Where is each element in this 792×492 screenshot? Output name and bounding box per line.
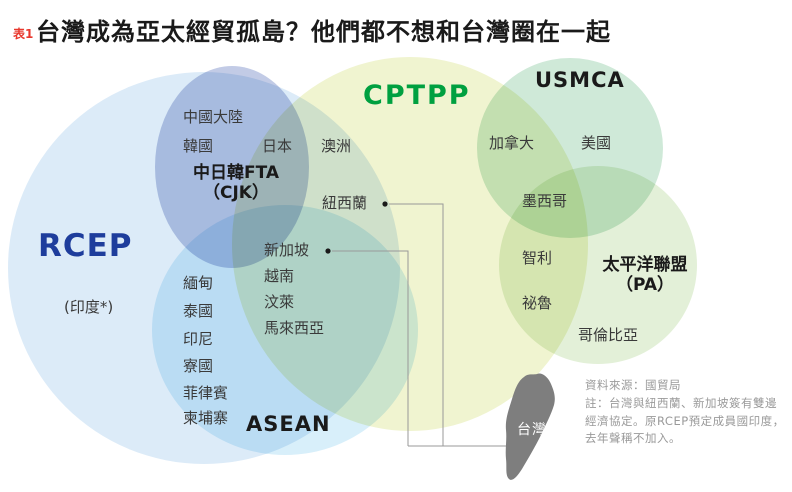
- source-note-line2: 註：台灣與紐西蘭、新加坡簽有雙邊: [585, 395, 777, 410]
- country-label-korea: 韓國: [183, 137, 214, 155]
- source-note-line4: 去年聲稱不加入。: [585, 431, 681, 446]
- country-label-chile: 智利: [522, 249, 553, 267]
- country-label-thailand: 泰國: [183, 302, 214, 320]
- country-label-philippines: 菲律賓: [183, 384, 229, 402]
- country-label-japan: 日本: [262, 137, 293, 155]
- country-label-usa: 美國: [581, 134, 612, 152]
- group-label-usmca: USMCA: [535, 68, 625, 92]
- table-tag: 表1: [13, 27, 34, 41]
- group-label-asean: ASEAN: [246, 412, 331, 436]
- country-label-cambodia: 柬埔寨: [183, 409, 229, 427]
- country-label-malaysia: 馬來西亞: [264, 319, 325, 337]
- country-label-singapore: 新加坡: [264, 241, 310, 259]
- group-label-cjk: 中日韓FTA （CJK）: [178, 163, 294, 204]
- group-label-pa: 太平洋聯盟 （PA）: [580, 255, 710, 296]
- country-label-india: (印度*): [64, 298, 114, 316]
- group-label-pa-line1: 太平洋聯盟: [602, 255, 688, 275]
- country-label-mexico: 墨西哥: [522, 192, 568, 210]
- venn-circle-pa: [499, 166, 697, 364]
- country-label-indonesia: 印尼: [183, 330, 214, 348]
- source-note-line3: 經濟協定。原RCEP預定成員國印度，: [585, 413, 785, 428]
- source-note: 資料來源：國貿局 註：台灣與紐西蘭、新加坡簽有雙邊 經濟協定。原RCEP預定成員…: [585, 377, 790, 448]
- group-label-cptpp: CPTPP: [363, 80, 471, 111]
- country-label-peru: 祕魯: [522, 294, 553, 312]
- group-label-rcep: RCEP: [38, 228, 133, 264]
- group-label-cjk-line2: （CJK）: [203, 183, 269, 204]
- taiwan-map-label: 台灣: [517, 422, 547, 438]
- country-label-laos: 寮國: [183, 357, 214, 375]
- country-label-china: 中國大陸: [183, 108, 244, 126]
- source-note-line1: 資料來源：國貿局: [585, 378, 681, 392]
- country-label-colombia: 哥倫比亞: [578, 326, 639, 344]
- page-title: 台灣成為亞太經貿孤島？他們都不想和台灣圈在一起: [36, 18, 611, 46]
- country-label-newzealand: 紐西蘭: [322, 194, 368, 212]
- group-label-cjk-line1: 中日韓FTA: [192, 163, 280, 183]
- group-label-pa-line2: （PA）: [615, 275, 675, 296]
- country-label-vietnam: 越南: [264, 267, 295, 285]
- country-label-brunei: 汶萊: [264, 293, 295, 311]
- country-label-canada: 加拿大: [489, 134, 535, 152]
- country-label-australia: 澳洲: [321, 137, 352, 155]
- country-label-myanmar: 緬甸: [183, 274, 214, 292]
